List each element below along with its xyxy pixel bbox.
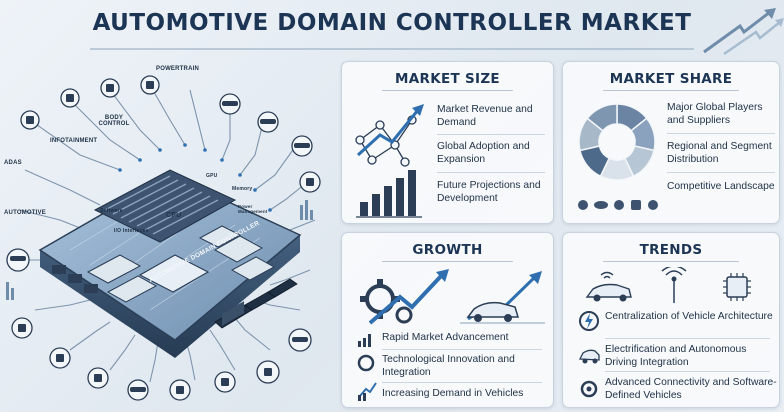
market-size-icons [355,104,424,218]
brand-logos-row [578,200,658,210]
domain-controller-illustration: AUTOMOTIVE DOMAIN CONTROLLER CPU GPU Mem… [0,60,340,412]
trends-item-1: Centralization of Vehicle Architecture [605,311,773,322]
market-share-item-2: Regional and Segment Distribution [667,141,772,165]
market-share-title: MARKET SHARE [609,71,733,87]
powertrain-label: POWERTRAIN [156,66,199,72]
market-share-donut [578,103,656,181]
growth-item-2: Technological Innovation and Integration [382,354,515,378]
growth-illustration [360,269,545,325]
market-size-title: MARKET SIZE [395,71,500,87]
market-size-item-1: Market Revenue and Demand [437,104,533,128]
trends-title: TRENDS [639,242,703,258]
market-share-panel: MARKET SHARE Major Global Players and Su… [562,61,780,224]
small-device-icons [18,81,314,394]
power-mgmt-chip-label: Power Management [238,204,268,214]
trends-illustration [585,267,751,303]
peripheral-node-circles [6,75,321,401]
gpu-chip-label: GPU [206,173,218,179]
growth-item-3: Increasing Demand in Vehicles [382,388,524,399]
software-chip-label: Software [100,208,123,214]
memory-chip-label: Memory [232,186,253,192]
market-size-panel: MARKET SIZE Ma [341,61,554,224]
growth-item-icons [357,334,377,401]
growth-item-1: Rapid Market Advancement [382,332,509,343]
cpu-chip-label: CPU [166,212,182,219]
body-control-label: BODY CONTROL [98,115,130,127]
market-size-item-3: Future Projections and Development [437,180,541,204]
donut-segment [586,103,618,132]
trends-item-2: Electrification and Autonomous Driving I… [605,344,747,368]
growth-arrows-decoration [703,8,784,56]
trends-item-3: Advanced Connectivity and Software-Defin… [605,377,777,401]
automotive-label: AUTOMOTIVE [4,210,46,216]
trends-panel: TRENDS [562,232,780,408]
market-share-item-3: Competitive Landscape [667,181,775,192]
adas-label: ADAS [4,160,22,166]
page-title: AUTOMOTIVE DOMAIN CONTROLLER MARKET [92,10,692,36]
market-share-item-1: Major Global Players and Suppliers [667,102,763,126]
growth-title: GROWTH [412,242,483,258]
title-swoosh [90,48,694,50]
car-icons [10,101,310,392]
controller-board-graphic [6,75,321,401]
infotainment-label: INFOTAINMENT [50,138,98,144]
growth-panel: GROWTH [341,232,554,408]
io-chip-label: I/O Interfaces [114,228,149,234]
market-size-item-2: Global Adoption and Expansion [437,141,530,165]
trends-item-icons [578,311,600,398]
